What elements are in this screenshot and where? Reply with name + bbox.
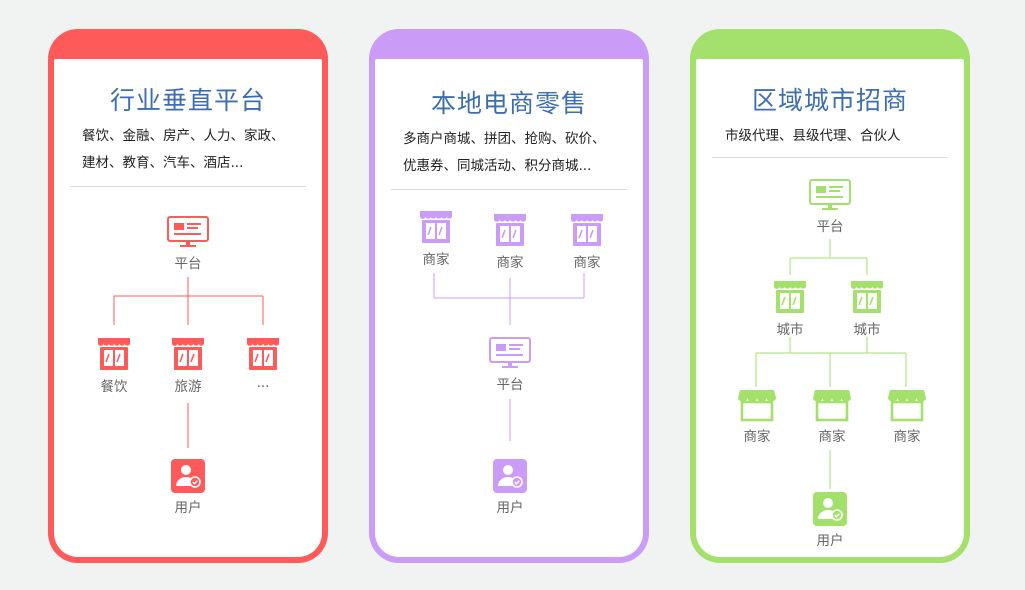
merchant-label: 商家 — [496, 255, 524, 271]
divider — [391, 189, 627, 190]
user-label: 用户 — [816, 533, 844, 549]
user-icon — [171, 459, 205, 493]
user-node: 用户 — [800, 492, 860, 549]
store-icon — [171, 336, 205, 372]
merchant-label: 商家 — [818, 429, 846, 445]
city-label: 城市 — [853, 322, 881, 338]
shop-icon — [813, 388, 851, 422]
store-icon — [493, 212, 527, 248]
platform-node: 平台 — [800, 178, 860, 235]
monitor-icon — [808, 178, 852, 212]
description-line: 建材、教育、汽车、酒店... — [82, 155, 244, 171]
category-label: ... — [256, 375, 270, 391]
category-node: ... — [233, 336, 293, 391]
platform-label: 平台 — [174, 256, 202, 272]
merchant-label: 商家 — [573, 255, 601, 271]
city-node: 城市 — [760, 279, 820, 338]
panel-description: 餐饮、金融、房产、人力、家政、 建材、教育、汽车、酒店... — [82, 123, 285, 177]
merchant-label: 商家 — [422, 252, 450, 268]
platform-node: 平台 — [158, 215, 218, 272]
panel-local-ecommerce: 本地电商零售 多商户商城、拼团、抢购、砍价、 优惠券、同城活动、积分商城... … — [369, 29, 649, 563]
store-icon — [773, 279, 807, 315]
description-line: 优惠券、同城活动、积分商城... — [403, 158, 592, 174]
connector-lines — [433, 273, 585, 441]
merchant-label: 商家 — [743, 429, 771, 445]
store-icon — [419, 209, 453, 245]
city-node: 城市 — [837, 279, 897, 338]
user-node: 用户 — [158, 459, 218, 516]
description-line: 餐饮、金融、房产、人力、家政、 — [82, 128, 285, 144]
category-label: 旅游 — [174, 379, 202, 395]
user-node: 用户 — [480, 459, 540, 516]
shop-icon — [738, 388, 776, 422]
merchant-node: 商家 — [802, 388, 862, 445]
city-label: 城市 — [776, 322, 804, 338]
merchant-node: 商家 — [727, 388, 787, 445]
merchant-label: 商家 — [893, 429, 921, 445]
user-label: 用户 — [496, 500, 524, 516]
monitor-icon — [488, 336, 532, 370]
description-line: 多商户商城、拼团、抢购、砍价、 — [403, 131, 606, 147]
merchant-node: 商家 — [480, 212, 540, 271]
description-line: 市级代理、县级代理、合伙人 — [725, 128, 901, 144]
monitor-icon — [166, 215, 210, 249]
platform-label: 平台 — [816, 219, 844, 235]
store-icon — [850, 279, 884, 315]
panel-title: 本地电商零售 — [430, 89, 587, 118]
user-label: 用户 — [174, 500, 202, 516]
category-label: 餐饮 — [100, 379, 128, 395]
panel-industry-vertical: 行业垂直平台 餐饮、金融、房产、人力、家政、 建材、教育、汽车、酒店... 平台… — [48, 29, 328, 563]
merchant-node: 商家 — [557, 212, 617, 271]
divider — [70, 186, 306, 187]
shop-icon — [888, 388, 926, 422]
category-node: 旅游 — [158, 336, 218, 395]
panel-title: 行业垂直平台 — [109, 86, 266, 115]
category-node: 餐饮 — [84, 336, 144, 395]
connector-lines — [755, 239, 907, 489]
merchant-node: 商家 — [406, 209, 466, 268]
merchant-node: 商家 — [877, 388, 937, 445]
platform-label: 平台 — [496, 377, 524, 393]
connector-lines — [113, 277, 264, 448]
panel-description: 市级代理、县级代理、合伙人 — [725, 123, 901, 150]
user-icon — [493, 459, 527, 493]
user-icon — [813, 492, 847, 526]
panel-description: 多商户商城、拼团、抢购、砍价、 优惠券、同城活动、积分商城... — [403, 126, 606, 180]
store-icon — [97, 336, 131, 372]
platform-node: 平台 — [480, 336, 540, 393]
panel-regional-investment: 区域城市招商 市级代理、县级代理、合伙人 平台 城市 城市 商家 商家 商家 用… — [690, 29, 970, 563]
store-icon — [246, 336, 280, 372]
panel-title: 区域城市招商 — [751, 86, 908, 115]
store-icon — [570, 212, 604, 248]
divider — [712, 157, 948, 158]
